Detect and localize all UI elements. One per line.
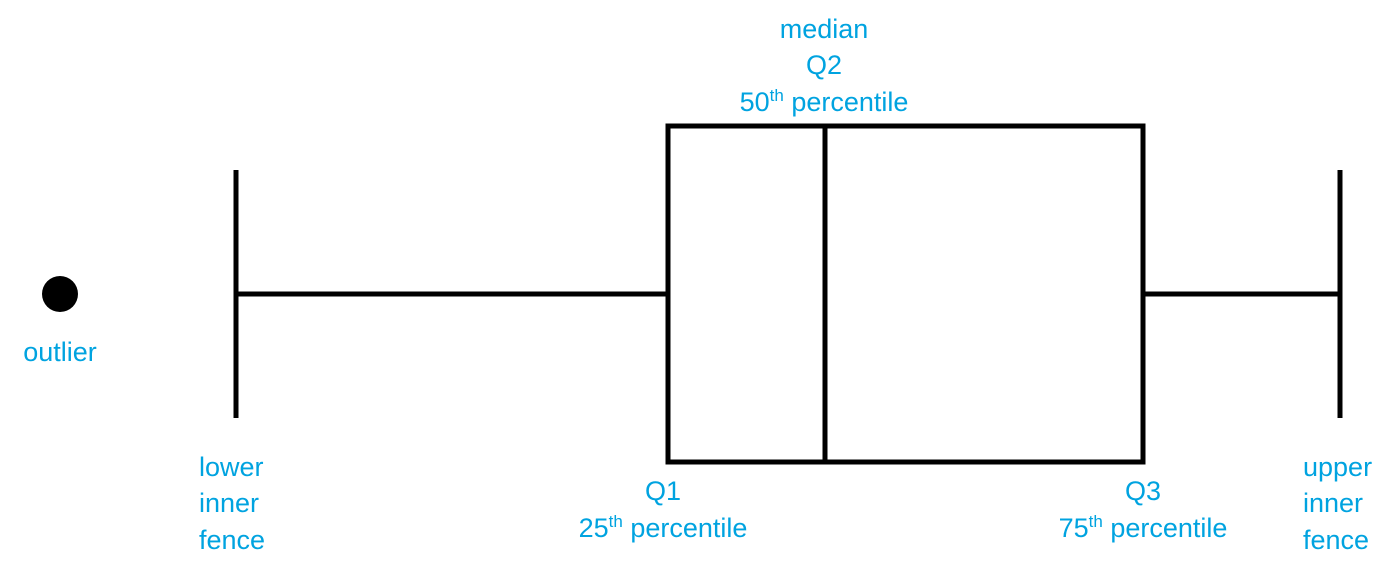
upper-fence-label-line2: inner <box>1303 488 1363 518</box>
upper-fence-label-line1: upper <box>1303 452 1372 482</box>
median-percentile-number: 50 <box>740 87 770 117</box>
median-percentile-word: percentile <box>784 87 909 117</box>
q1-label-line1: Q1 <box>645 476 681 506</box>
outlier-point <box>42 276 78 312</box>
q1-label: Q1 25th percentile <box>579 476 748 543</box>
median-percentile-suffix: th <box>770 86 784 105</box>
q1-percentile-number: 25 <box>579 513 609 543</box>
lower-fence-label: lower inner fence <box>199 452 265 555</box>
lower-fence-label-line2: inner <box>199 488 259 518</box>
upper-fence-label: upper inner fence <box>1303 452 1372 555</box>
outlier-label: outlier <box>23 337 97 367</box>
q3-percentile-word: percentile <box>1103 513 1228 543</box>
q3-label-line1: Q3 <box>1125 476 1161 506</box>
interquartile-box <box>665 123 1146 465</box>
q3-percentile-number: 75 <box>1059 513 1089 543</box>
median-label-line1: median <box>780 14 869 44</box>
q1-percentile-word: percentile <box>623 513 748 543</box>
lower-fence-label-line3: fence <box>199 525 265 555</box>
q1-label-line2: 25th percentile <box>579 512 748 543</box>
q3-percentile-suffix: th <box>1089 512 1103 531</box>
median-label-line3: 50th percentile <box>740 86 909 117</box>
q1-percentile-suffix: th <box>609 512 623 531</box>
median-label: median Q2 50th percentile <box>740 14 909 117</box>
upper-fence-label-line3: fence <box>1303 525 1369 555</box>
q3-label-line2: 75th percentile <box>1059 512 1228 543</box>
q3-label: Q3 75th percentile <box>1059 476 1228 543</box>
median-label-line2: Q2 <box>806 50 842 80</box>
lower-fence-label-line1: lower <box>199 452 264 482</box>
